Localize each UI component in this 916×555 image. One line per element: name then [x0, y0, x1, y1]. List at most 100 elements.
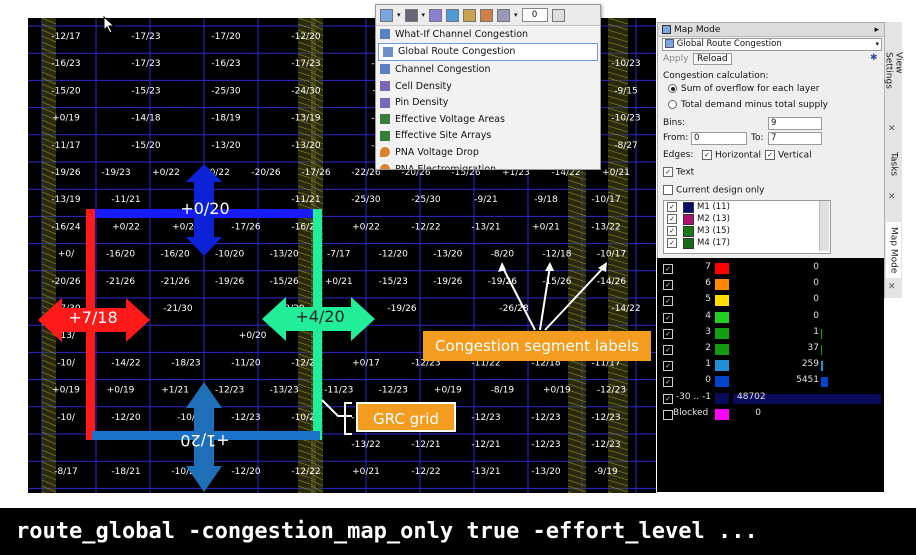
- to-field[interactable]: 7: [768, 132, 822, 145]
- congestion-segment-label: +0/21: [602, 168, 630, 178]
- chevron-down-icon[interactable]: ▾: [514, 11, 518, 19]
- checkbox-checked-icon[interactable]: ✓: [663, 296, 673, 307]
- from-field[interactable]: 0: [691, 132, 747, 145]
- panel-expand-icon[interactable]: ▸: [874, 24, 879, 35]
- calc-option-total[interactable]: Total demand minus total supply: [668, 100, 828, 110]
- menu-item-label: Cell Density: [395, 80, 452, 92]
- legend-color-swatch[interactable]: [715, 295, 729, 307]
- legend-color-swatch[interactable]: [715, 327, 729, 339]
- congestion-segment-label: -13/20: [433, 250, 462, 260]
- checkbox-icon[interactable]: [663, 409, 673, 420]
- checkbox-checked-icon[interactable]: ✓: [663, 280, 673, 291]
- legend-count: 0: [813, 262, 819, 272]
- layer-item[interactable]: ✓M3 (15): [664, 225, 830, 237]
- layers-icon[interactable]: [497, 8, 511, 22]
- hatch-line: [607, 269, 629, 277]
- checkbox-checked-icon[interactable]: ✓: [663, 312, 673, 323]
- legend-color-swatch[interactable]: [715, 360, 729, 372]
- close-icon[interactable]: ✕: [888, 282, 896, 292]
- map-mode-icon[interactable]: [380, 8, 393, 22]
- checkbox-checked-icon[interactable]: ✓: [667, 214, 677, 224]
- tree-icon[interactable]: [463, 8, 477, 22]
- menu-item[interactable]: PNA Voltage Drop: [376, 144, 600, 161]
- legend-color-swatch[interactable]: [715, 344, 729, 355]
- checkbox-checked-icon[interactable]: ✓: [663, 377, 673, 388]
- zoom-field[interactable]: 0: [521, 8, 548, 22]
- current-design-checkbox[interactable]: Current design only: [663, 185, 764, 196]
- menu-item[interactable]: Effective Site Arrays: [376, 128, 600, 145]
- legend-color-swatch[interactable]: [715, 408, 729, 420]
- menu-item[interactable]: Cell Density: [376, 78, 600, 95]
- congestion-segment-label: +0/21: [325, 277, 353, 287]
- spin-icon[interactable]: [551, 8, 565, 22]
- menu-item[interactable]: Pin Density: [376, 94, 600, 111]
- grid-icon[interactable]: [446, 8, 460, 22]
- map-select[interactable]: Global Route Congestion ▾: [662, 38, 882, 51]
- hatch-line: [607, 161, 629, 169]
- hatch-line: [607, 71, 629, 79]
- checkbox-checked-icon[interactable]: ✓: [702, 150, 712, 160]
- menu-item[interactable]: Global Route Congestion: [378, 42, 598, 62]
- menu-item[interactable]: Channel Congestion: [376, 61, 600, 78]
- congestion-segment-label: -8/20: [491, 250, 515, 260]
- hatch-line: [567, 215, 587, 223]
- radio-icon[interactable]: [668, 100, 677, 109]
- chevron-down-icon[interactable]: ▾: [397, 11, 401, 19]
- reload-button[interactable]: Reload: [693, 53, 732, 65]
- congestion-segment-label: -22/26: [351, 168, 380, 178]
- congestion-segment-label: -26/28: [499, 304, 528, 314]
- bins-spinner[interactable]: 9: [768, 117, 822, 130]
- tab-map-mode[interactable]: Map Mode: [886, 222, 901, 278]
- checkbox-checked-icon[interactable]: ✓: [663, 328, 673, 339]
- checkbox-checked-icon[interactable]: ✓: [663, 264, 673, 274]
- legend-color-swatch[interactable]: [715, 392, 729, 404]
- checkbox-checked-icon[interactable]: ✓: [667, 202, 677, 212]
- checkbox-checked-icon[interactable]: ✓: [663, 393, 673, 404]
- hatch-line: [41, 155, 57, 163]
- tab-tasks[interactable]: Tasks: [888, 151, 899, 177]
- hatch-line: [41, 137, 57, 145]
- apply-button[interactable]: Apply: [663, 54, 689, 64]
- legend-color-swatch[interactable]: [715, 263, 729, 274]
- legend-count: 1: [813, 326, 819, 337]
- chevron-down-icon[interactable]: ▾: [875, 40, 879, 48]
- gear-icon[interactable]: ✱: [870, 53, 878, 63]
- legend-color-swatch[interactable]: [715, 376, 729, 388]
- tab-view-settings[interactable]: View Settings: [883, 52, 904, 89]
- net-icon[interactable]: [480, 8, 494, 22]
- chevron-down-icon[interactable]: ▾: [421, 11, 426, 19]
- legend-color-swatch[interactable]: [715, 311, 729, 323]
- legend-color-swatch[interactable]: [715, 279, 729, 291]
- congestion-segment-label: -11/21: [291, 195, 320, 205]
- checkbox-checked-icon[interactable]: ✓: [663, 361, 673, 372]
- calc-option-sum[interactable]: Sum of overflow for each layer: [668, 84, 819, 94]
- layer-item[interactable]: ✓M1 (11): [664, 201, 830, 213]
- layer-item[interactable]: ✓M4 (17): [664, 237, 830, 249]
- edge-horizontal-checkbox[interactable]: ✓Horizontal: [702, 150, 761, 161]
- checkbox-checked-icon[interactable]: ✓: [667, 226, 677, 236]
- layer-list-scrollbar[interactable]: [819, 201, 829, 251]
- menu-item[interactable]: PNA Electromigration: [376, 161, 600, 169]
- checkbox-icon[interactable]: [663, 185, 673, 195]
- checkbox-checked-icon[interactable]: ✓: [667, 238, 677, 248]
- checkbox-checked-icon[interactable]: ✓: [663, 345, 673, 355]
- menu-item[interactable]: Effective Voltage Areas: [376, 111, 600, 128]
- highlight-icon[interactable]: [404, 8, 418, 22]
- radio-selected-icon[interactable]: [668, 84, 677, 93]
- checkbox-checked-icon[interactable]: ✓: [765, 150, 775, 160]
- channel-congestion-icon: [380, 64, 390, 75]
- hatch-line: [567, 419, 587, 427]
- side-tab-strip: View Settings ✕ Tasks ✕ Map Mode ✕: [883, 22, 904, 298]
- checkbox-checked-icon[interactable]: ✓: [663, 167, 673, 177]
- edge-vertical-checkbox[interactable]: ✓Vertical: [765, 150, 812, 161]
- close-icon[interactable]: ✕: [888, 124, 896, 134]
- layer-list[interactable]: ✓M1 (11)✓M2 (13)✓M3 (15)✓M4 (17): [663, 200, 831, 254]
- text-checkbox[interactable]: ✓Text: [663, 167, 694, 178]
- congestion-segment-label: -9/19: [594, 467, 618, 477]
- menu-item[interactable]: What-If Channel Congestion: [376, 26, 600, 43]
- layer-item[interactable]: ✓M2 (13): [664, 213, 830, 225]
- close-icon[interactable]: ✕: [888, 192, 896, 202]
- probe-icon[interactable]: [429, 8, 443, 22]
